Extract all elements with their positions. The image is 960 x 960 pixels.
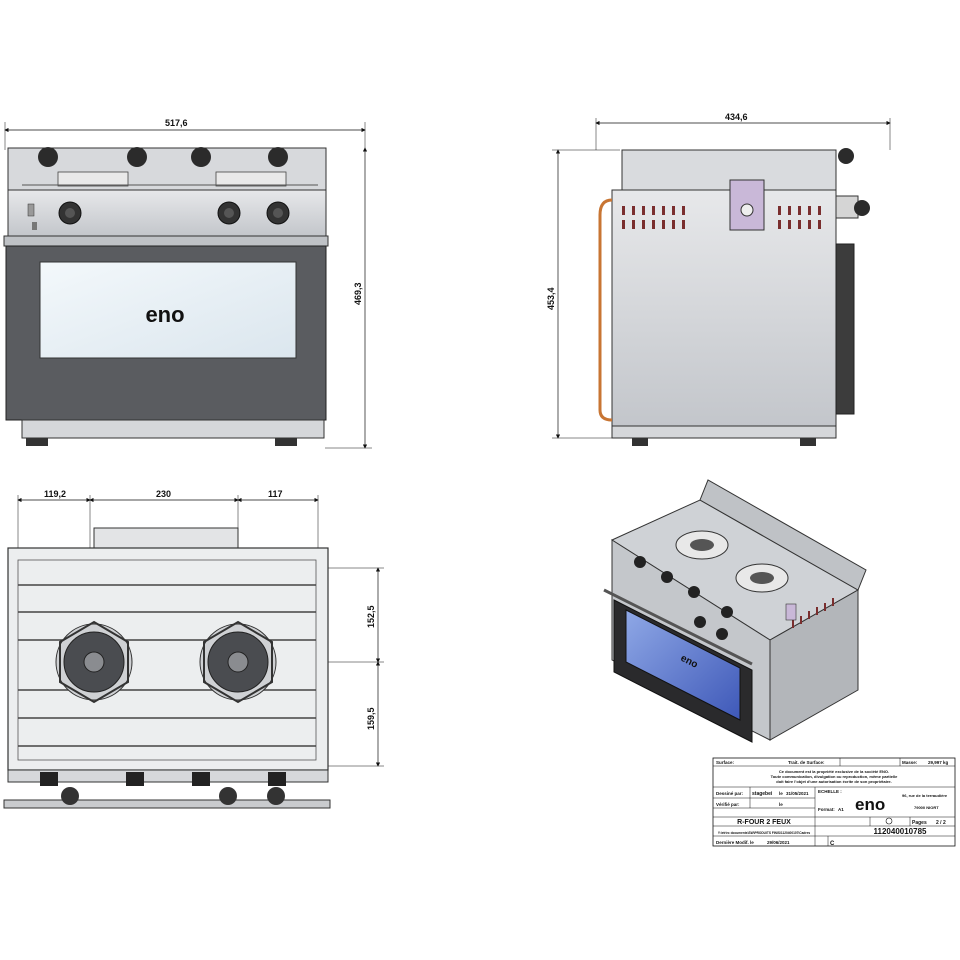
tb-drawn-by: stagebei: [752, 791, 773, 797]
dim-top-right: 117: [268, 489, 283, 499]
tb-drawn-date: 31/05/2021: [786, 791, 809, 796]
tb-notice-2: Toute communication, divulgation ou repr…: [771, 774, 899, 779]
knob-icon: [38, 147, 58, 167]
tb-mass-value: 29,997 kg: [928, 760, 949, 765]
tb-pages-value: 2 / 2: [936, 820, 946, 826]
dim-front-height: 469,3: [353, 282, 363, 305]
tb-last-modified-label: Dernière Modif. le: [716, 840, 754, 845]
front-view: 517,6 469,3 eno: [3, 118, 372, 449]
dim-top-left: 119,2: [44, 489, 66, 499]
dim-top-mid: 230: [156, 489, 171, 499]
projection-icon: [885, 817, 893, 825]
tb-format-label: Format:: [818, 807, 835, 812]
dim-top-upper: 152,5: [366, 605, 376, 628]
dim-top-lower: 159,5: [366, 707, 376, 730]
knob-icon: [127, 147, 147, 167]
knob-icon: [191, 147, 211, 167]
tb-notice-3: doit faire l'objet d'une autorisation éc…: [776, 779, 891, 784]
tb-pages-label: Pages: [912, 820, 927, 826]
tb-notice-1: Ce document est la propriété exclusive d…: [779, 769, 889, 774]
title-block: Surface: Trait. de Surface: Masse: 29,99…: [712, 757, 956, 847]
tb-drawn-by-label: Dessiné par:: [716, 791, 744, 796]
tb-part-number: 112040010785: [874, 827, 928, 836]
brand-logo: eno: [145, 302, 184, 327]
tb-product: R-FOUR 2 FEUX: [737, 819, 791, 826]
tb-treatment-label: Trait. de Surface:: [788, 760, 825, 765]
tb-scale-label: ECHELLE :: [818, 789, 842, 794]
tb-last-modified: 29/06/2021: [767, 840, 790, 845]
tb-format-value: A1: [838, 807, 844, 812]
dim-side-height: 453,4: [546, 287, 556, 310]
tb-brand-logo: eno: [855, 795, 885, 814]
isometric-view: eno: [603, 479, 867, 743]
dim-side-width: 434,6: [725, 112, 748, 122]
tb-address-1: 96, rue de la terraudière: [902, 793, 948, 798]
tb-checked-by-label: Vérifié par:: [716, 802, 740, 807]
tb-checked-date-label: le: [779, 802, 783, 807]
tb-revision: C: [830, 841, 835, 847]
tb-surface-label: Surface:: [716, 760, 735, 765]
tb-file-path: Y:\etr\rc documents\SW\PRODUITS FINIS\11…: [718, 831, 810, 835]
knob-icon: [268, 147, 288, 167]
tb-address-2: 79000 NIORT: [914, 805, 939, 810]
dim-front-width: 517,6: [165, 118, 188, 128]
side-view: 434,6 453,4: [546, 112, 891, 446]
top-view: 119,2 230 117 152,5 159,5: [3, 489, 384, 809]
tb-mass-label: Masse:: [902, 760, 918, 765]
tb-drawn-date-label: le: [779, 791, 783, 796]
